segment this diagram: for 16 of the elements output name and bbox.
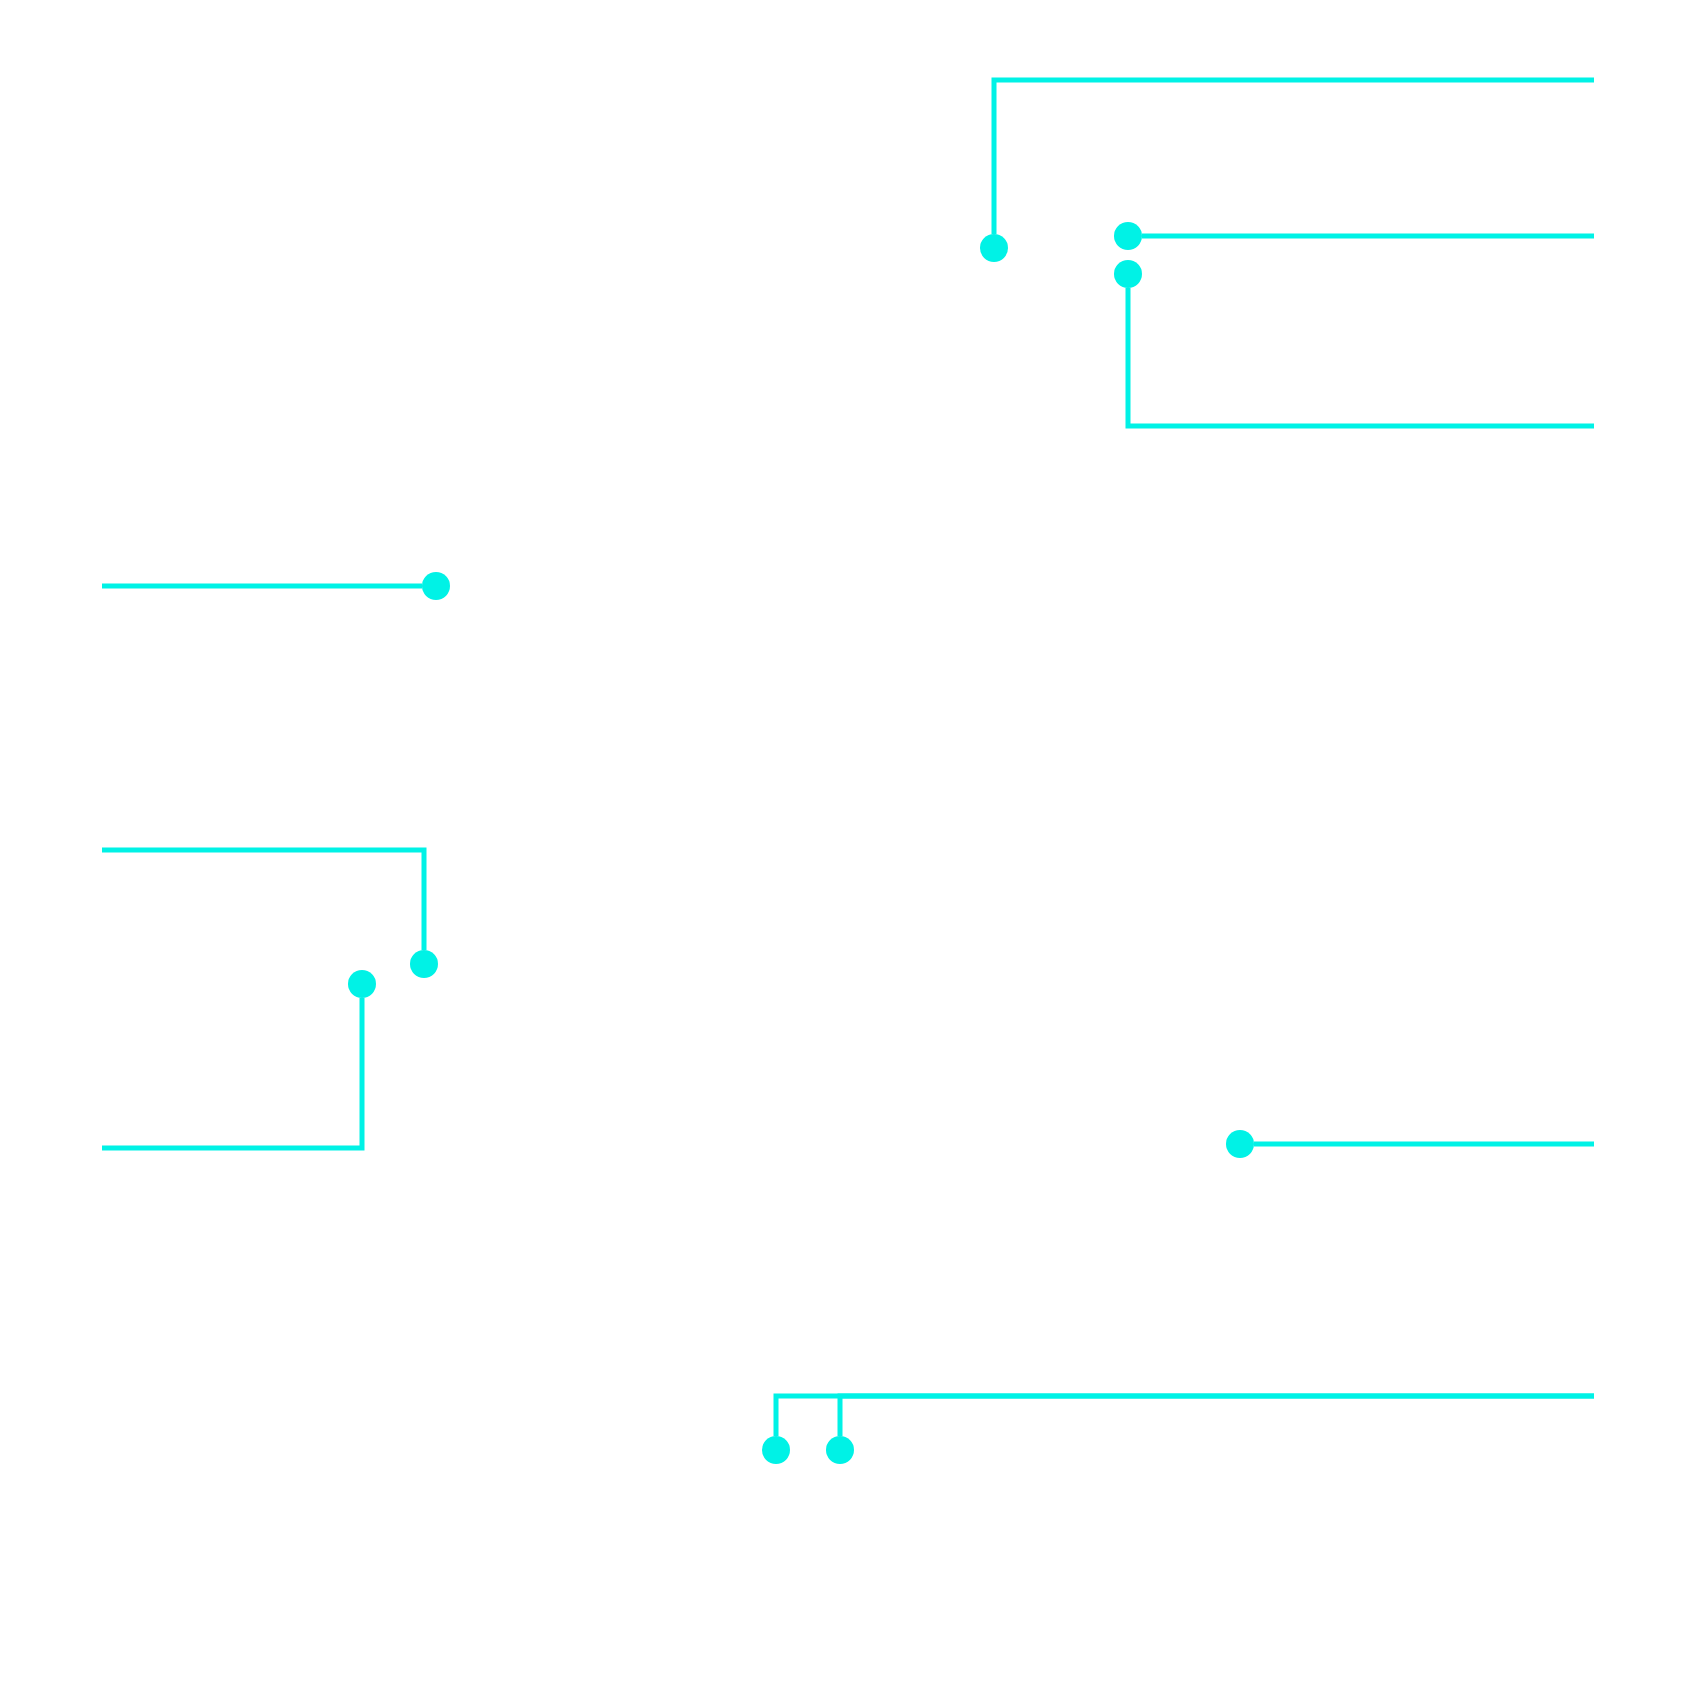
leader-dot [348, 970, 376, 998]
leader-dot [826, 1436, 854, 1464]
leader-line [1125, 288, 1594, 429]
leader-line [1254, 1141, 1594, 1147]
leader-line [102, 583, 422, 589]
leader-line [102, 847, 427, 950]
leader-dot [422, 572, 450, 600]
leader-line [991, 77, 1594, 234]
leader-dot [1114, 222, 1142, 250]
leader-line [102, 998, 365, 1151]
leader-dot [1226, 1130, 1254, 1158]
leader-dot [762, 1436, 790, 1464]
leader-dot [410, 950, 438, 978]
leader-line [1142, 233, 1594, 239]
leader-dot [980, 234, 1008, 262]
leader-dot [1114, 260, 1142, 288]
